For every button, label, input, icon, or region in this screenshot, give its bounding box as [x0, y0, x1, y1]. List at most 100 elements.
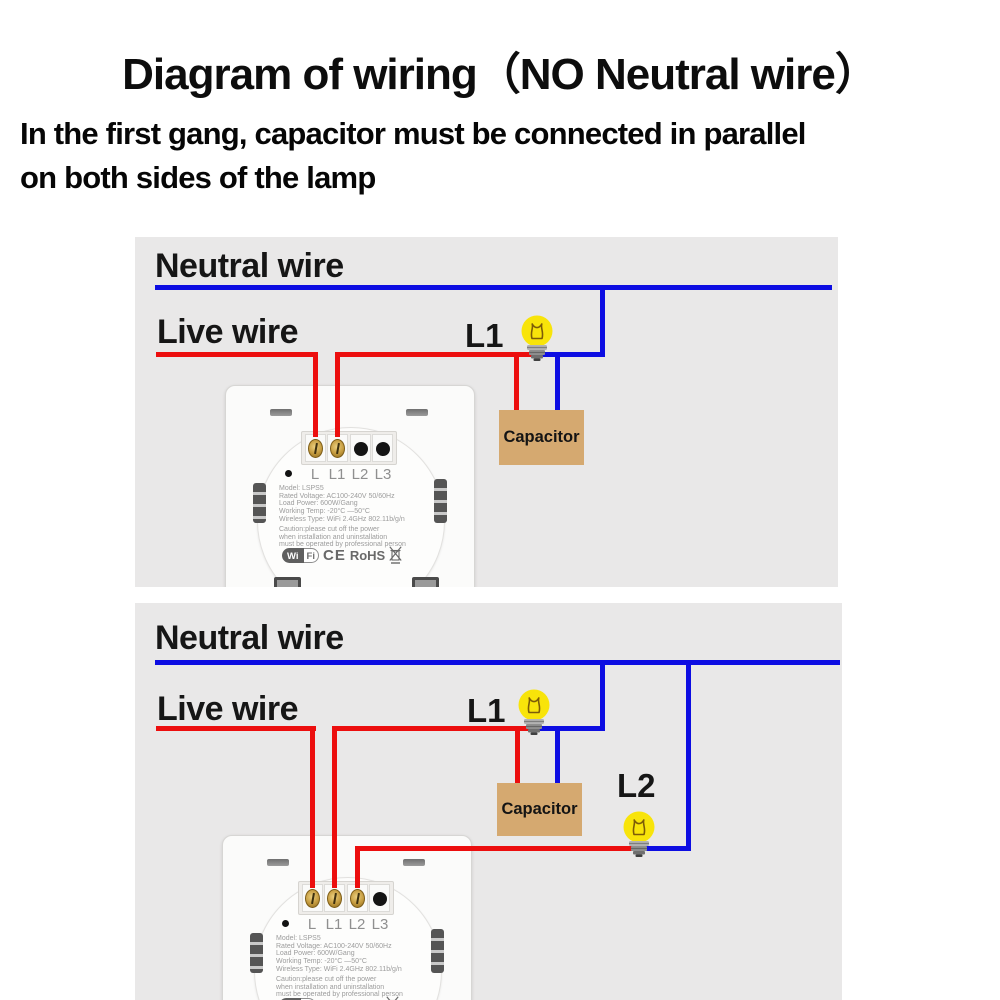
capacitor-neutral-branch: [555, 357, 560, 413]
terminal-label-l3: L3: [374, 466, 392, 483]
rohs-label: RoHS: [349, 547, 386, 563]
spec-wireless: Wireless Type: WiFi 2.4GHz 802.11b/g/n: [276, 965, 402, 973]
switched-wire-from-terminal-l2: [355, 846, 360, 888]
bottom-mounting-slot-left: [274, 577, 301, 587]
mounting-slot-left: [270, 409, 292, 416]
lamp-l2-neutral-return: [641, 846, 691, 851]
light-bulb-icon: [521, 315, 553, 361]
switched-wire-from-terminal-l1: [335, 352, 340, 437]
ce-mark-icon: CE: [322, 546, 346, 564]
page-subtitle: In the first gang, capacitor must be con…: [20, 112, 990, 200]
lamp-l2-label: L2: [617, 767, 656, 804]
neutral-drop-to-lamp: [600, 285, 605, 357]
terminal-hole-icon: [353, 442, 368, 456]
spec-power: Load Power: 600W/Gang: [276, 950, 355, 958]
wifi-logo: WiFi: [279, 997, 316, 1000]
neutral-wire-label: Neutral wire: [155, 247, 344, 285]
indicator-dot: [282, 920, 289, 927]
diagram-panel-first-gang: Neutral wire Live wire L1 L L1 L2 L3 Mod…: [135, 237, 838, 587]
mounting-slot-right: [403, 859, 425, 866]
mounting-slot-left: [267, 859, 289, 866]
side-clip-right: [431, 929, 444, 973]
terminal-l1: [327, 434, 348, 462]
capacitor-neutral-branch: [555, 731, 560, 788]
switched-wire-from-terminal-l1: [332, 726, 337, 888]
bottom-mounting-slot-right: [412, 577, 439, 587]
terminal-label-l2: L2: [348, 916, 366, 933]
spec-power: Load Power: 600W/Gang: [279, 500, 358, 508]
spec-temp: Working Temp: -20°C —50°C: [276, 958, 367, 966]
terminal-label-l1: L1: [325, 916, 343, 933]
certification-logos: WiFi CE RoHS: [279, 996, 419, 1000]
terminal-l1: [324, 884, 345, 912]
neutral-drop-to-lamp-l1: [600, 660, 605, 731]
subtitle-line-1: In the first gang, capacitor must be con…: [20, 116, 806, 151]
neutral-wire-line: [155, 660, 840, 665]
neutral-drop-to-lamp-l2: [686, 660, 691, 851]
terminal-label-l: L: [307, 916, 317, 933]
mounting-slot-right: [406, 409, 428, 416]
diagram-panel-second-gang: Neutral wire Live wire L1 L2 L L1 L2 L3 …: [135, 603, 842, 1000]
ce-mark-icon: CE: [320, 997, 343, 1000]
neutral-wire-line: [155, 285, 832, 290]
capacitor-box: Capacitor: [499, 410, 584, 465]
spec-wireless: Wireless Type: WiFi 2.4GHz 802.11b/g/n: [279, 515, 405, 523]
device-caution: Caution:please cut off the power when in…: [279, 526, 406, 549]
side-clip-right: [434, 479, 447, 523]
light-bulb-icon-l1: [518, 689, 550, 735]
weee-bin-icon: [386, 996, 399, 1000]
terminal-screw-icon: [330, 439, 345, 458]
terminal-label-l3: L3: [371, 916, 389, 933]
page-title: Diagram of wiring（NO Neutral wire）: [122, 50, 879, 99]
device-specs: Model: LSPS5 Rated Voltage: AC100-240V 5…: [276, 935, 428, 974]
capacitor-live-branch: [514, 357, 519, 413]
spec-voltage: Rated Voltage: AC100-240V 50/60Hz: [276, 942, 392, 950]
terminal-label-l1: L1: [328, 466, 346, 483]
capacitor-label: Capacitor: [503, 428, 580, 446]
terminal-l: [302, 884, 323, 912]
terminal-l3: [372, 434, 393, 462]
terminal-screw-icon: [305, 889, 320, 908]
spec-voltage: Rated Voltage: AC100-240V 50/60Hz: [279, 492, 395, 500]
terminal-l2: [347, 884, 368, 912]
spec-model: Model: LSPS5: [279, 485, 324, 492]
live-wire-label: Live wire: [157, 313, 299, 351]
switched-wire-to-lamp-l2: [355, 846, 637, 851]
spec-temp: Working Temp: -20°C —50°C: [279, 508, 370, 516]
live-wire-line: [156, 352, 318, 357]
live-wire-line: [156, 726, 316, 731]
lamp-l1-label: L1: [465, 317, 504, 354]
terminal-l2: [350, 434, 371, 462]
terminal-screw-icon: [308, 439, 323, 458]
indicator-dot: [285, 470, 292, 477]
subtitle-line-2: on both sides of the lamp: [20, 160, 376, 195]
lamp-neutral-return: [542, 352, 605, 357]
terminal-label-l2: L2: [351, 466, 369, 483]
switched-wire-to-lamp: [335, 352, 534, 357]
rohs-label: RoHS: [347, 998, 382, 1000]
neutral-wire-label: Neutral wire: [155, 619, 344, 657]
weee-bin-icon: [389, 546, 402, 564]
device-specs: Model: LSPS5 Rated Voltage: AC100-240V 5…: [279, 485, 431, 524]
side-clip-left: [253, 483, 266, 523]
light-bulb-icon-l2: [623, 811, 655, 857]
switched-wire-to-lamp-l1: [332, 726, 531, 731]
smart-switch-device: L L1 L2 L3 Model: LSPS5 Rated Voltage: A…: [225, 385, 475, 587]
smart-switch-device: L L1 L2 L3 Model: LSPS5 Rated Voltage: A…: [222, 835, 472, 1000]
lamp-l1-neutral-return: [539, 726, 605, 731]
spec-model: Model: LSPS5: [276, 935, 321, 942]
live-wire-label: Live wire: [157, 690, 299, 728]
device-caution: Caution:please cut off the power when in…: [276, 976, 403, 999]
terminal-hole-icon: [375, 442, 390, 456]
capacitor-box: Capacitor: [497, 783, 582, 836]
side-clip-left: [250, 933, 263, 973]
terminal-label-l: L: [310, 466, 320, 483]
capacitor-label: Capacitor: [501, 800, 578, 818]
live-wire-to-terminal-l: [310, 726, 315, 888]
terminal-l3: [369, 884, 390, 912]
terminal-l: [305, 434, 326, 462]
terminal-screw-icon: [327, 889, 342, 908]
terminal-screw-icon: [350, 889, 365, 908]
